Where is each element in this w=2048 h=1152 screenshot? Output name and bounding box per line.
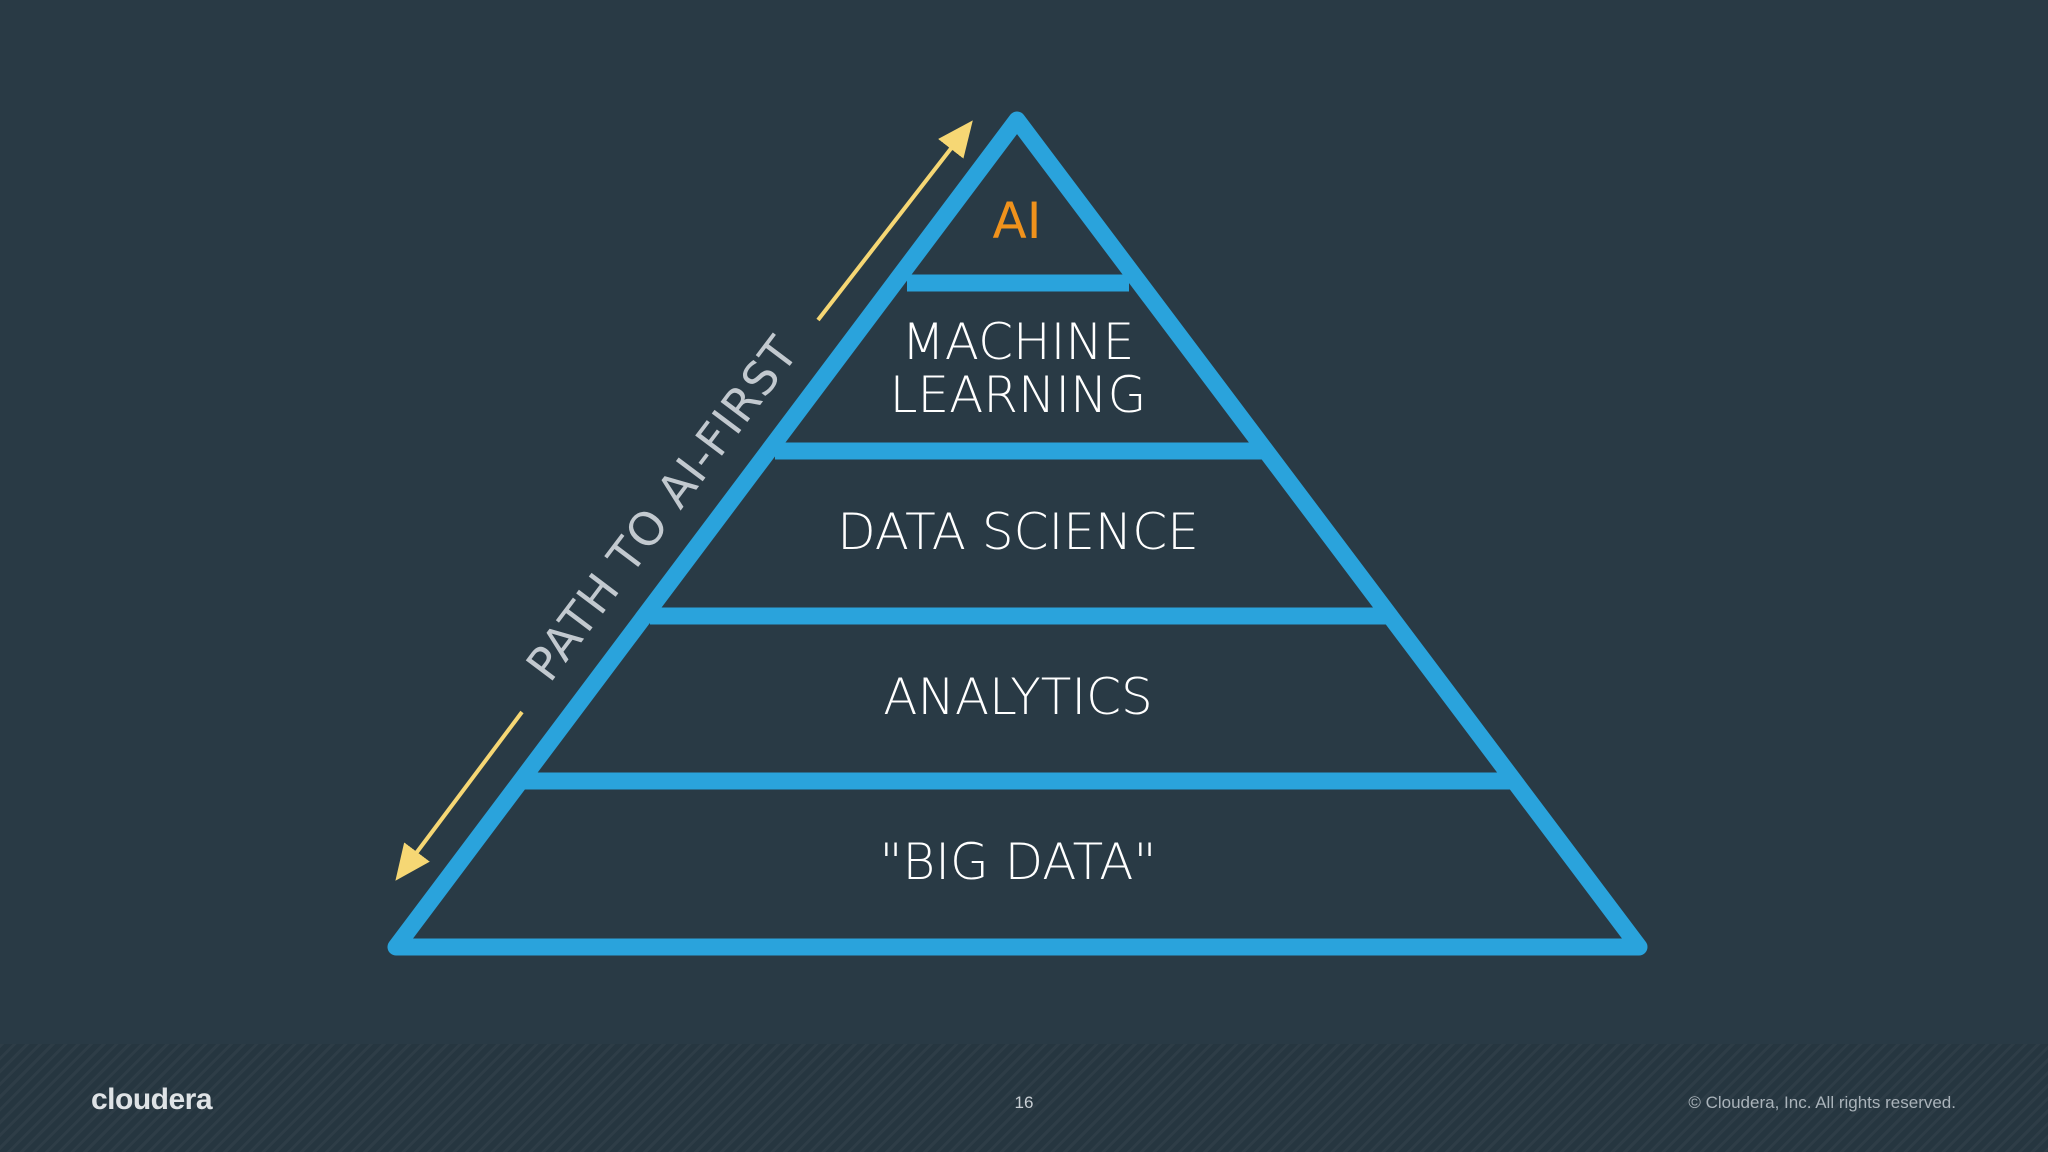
layer-label-ml-line2: LEARNING xyxy=(890,366,1147,424)
page-number: 16 xyxy=(1014,1093,1034,1112)
footer-bar xyxy=(0,1044,2048,1152)
arrow-down-left-icon xyxy=(395,710,524,881)
layer-label-big-data: "BIG DATA" xyxy=(880,833,1157,891)
copyright-notice: © Cloudera, Inc. All rights reserved. xyxy=(1688,1093,1956,1112)
layer-label-ml-line1: MACHINE xyxy=(902,313,1135,371)
layer-label-analytics: ANALYTICS xyxy=(883,668,1153,726)
path-label: PATH TO AI-FIRST xyxy=(516,326,809,691)
layer-label-data-science: DATA SCIENCE xyxy=(837,503,1199,561)
layer-label-ai: AI xyxy=(993,192,1042,250)
pyramid-outline xyxy=(387,111,1648,956)
arrow-up-right-icon xyxy=(816,120,973,322)
cloudera-logo: cloudera xyxy=(91,1083,213,1116)
